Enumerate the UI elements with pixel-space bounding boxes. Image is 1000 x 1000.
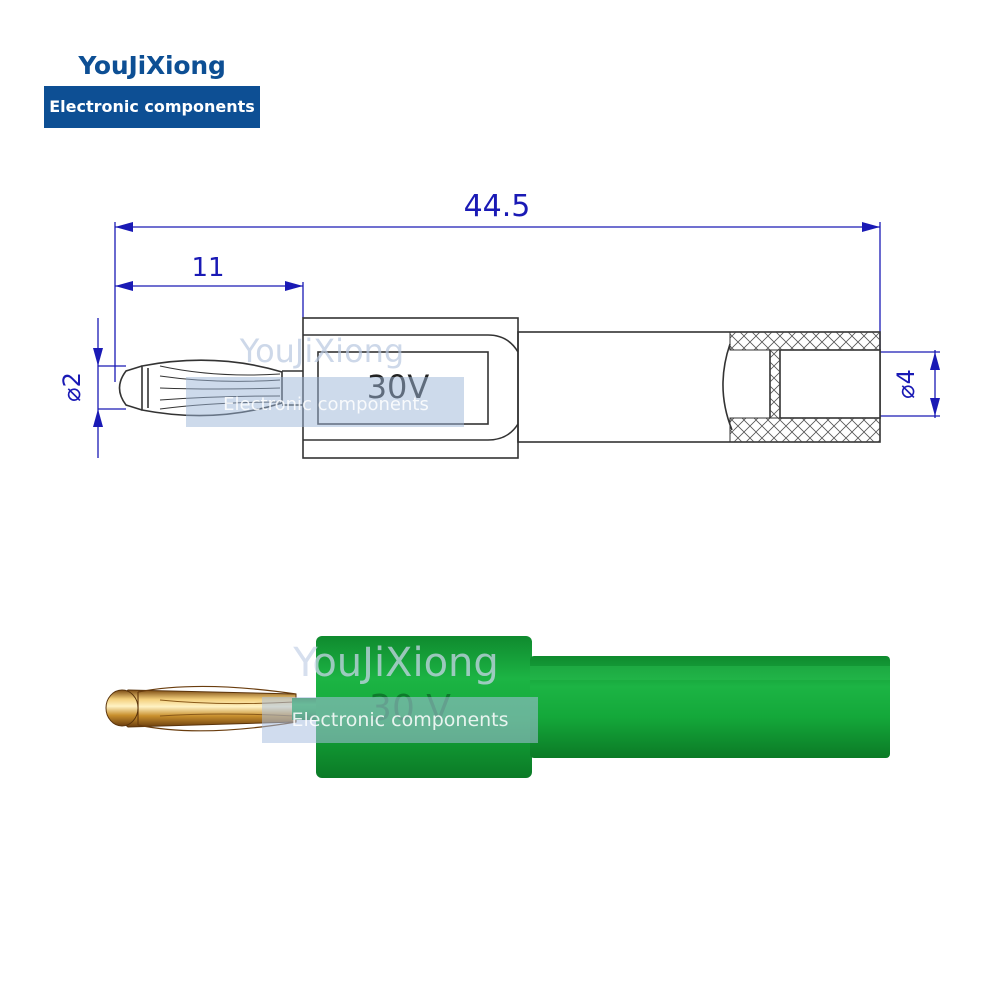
dimension-arrows — [93, 222, 940, 427]
photo-watermark-band — [262, 697, 538, 743]
brand-logo: YouJiXiong Electronic components — [44, 48, 260, 128]
socket-wall-bottom — [729, 417, 881, 443]
photo-watermark-tagline: Electronic components — [291, 709, 508, 731]
watermark-tagline: Electronic components — [223, 394, 429, 415]
tip-length-label: 11 — [191, 253, 224, 283]
socket-step — [769, 349, 781, 419]
photo-watermark-name: YouJiXiong — [292, 640, 499, 686]
watermark-name: YouJiXiong — [239, 332, 404, 370]
dimension-lines — [97, 222, 940, 458]
brand-name: YouJiXiong — [78, 51, 226, 80]
green-sleeve — [530, 656, 890, 758]
overall-length-label: 44.5 — [464, 189, 531, 224]
watermark-band — [186, 377, 464, 427]
socket-wall-top — [729, 331, 881, 351]
brand-tagline: Electronic components — [44, 86, 260, 128]
tip-diameter-label: ⌀2 — [58, 372, 86, 402]
socket-diameter-label: ⌀4 — [892, 369, 920, 399]
